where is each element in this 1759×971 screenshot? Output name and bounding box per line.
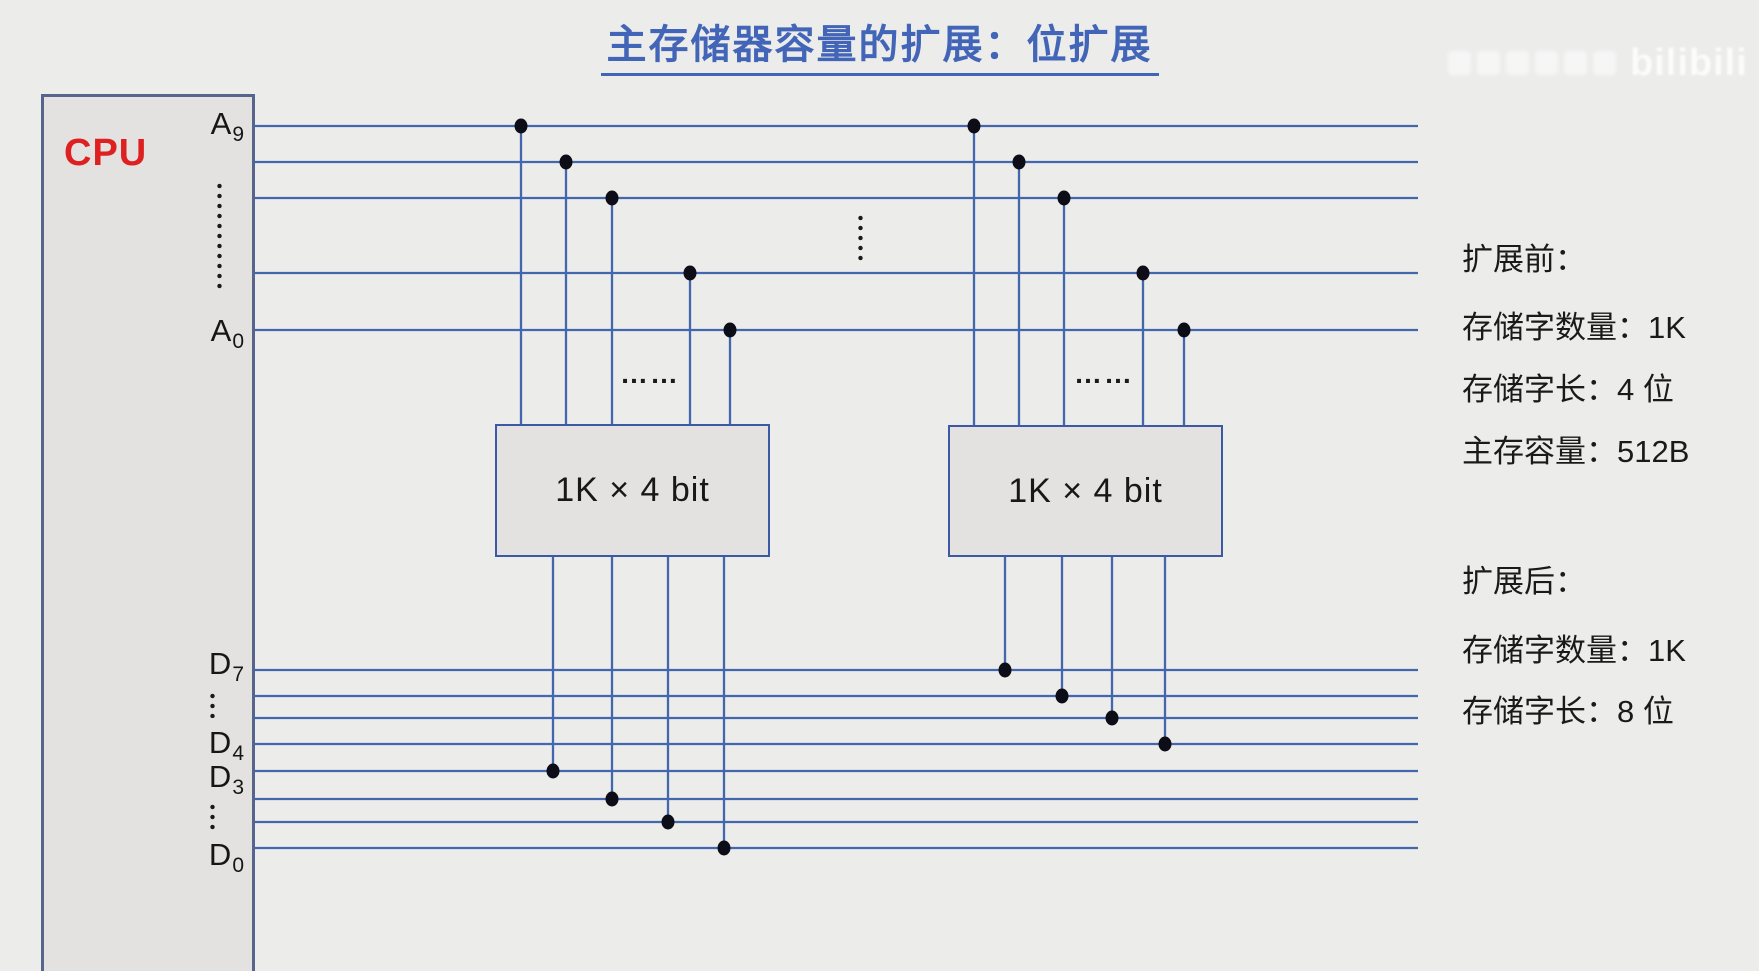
before-line-capacity: 主存容量：512B (1462, 434, 1690, 469)
connection-dot (717, 840, 731, 856)
connection-dot (559, 154, 573, 170)
ellipsis-vertical (857, 213, 863, 265)
after-line-words: 存储字数量：1K (1462, 633, 1686, 668)
connection-dot (1136, 265, 1150, 281)
before-line-wordlen: 存储字长：4 位 (1462, 372, 1674, 407)
cpu-pin-d4: D4 (208, 725, 244, 765)
connection-dot (1057, 190, 1071, 206)
ellipsis-horizontal: …… (620, 358, 680, 389)
memory-chip-2: 1K × 4 bit (948, 425, 1223, 557)
ellipsis-vertical (209, 691, 215, 718)
ellipsis-vertical (216, 181, 222, 289)
connection-dot (605, 791, 619, 807)
after-line-wordlen: 存储字长：8 位 (1462, 694, 1674, 729)
connection-dot (998, 662, 1012, 678)
connection-dot (1055, 688, 1069, 704)
connection-dot (1158, 736, 1172, 752)
memory-chip-1: 1K × 4 bit (495, 424, 770, 557)
cpu-pin-d3: D3 (208, 759, 244, 799)
ellipsis-horizontal: …… (1074, 358, 1134, 389)
cpu-pin-a9: A9 (210, 106, 244, 146)
connection-dot (1012, 154, 1026, 170)
connection-dot (514, 118, 528, 134)
before-line-words: 存储字数量：1K (1462, 310, 1686, 345)
connection-dot (1105, 710, 1119, 726)
after-heading: 扩展后： (1462, 564, 1586, 599)
before-heading: 扩展前： (1462, 242, 1586, 277)
connection-dot (723, 322, 737, 338)
connection-dot (967, 118, 981, 134)
connection-dot (546, 763, 560, 779)
cpu-pin-d0: D0 (208, 837, 244, 877)
title-row: 主存储器容量的扩展：位扩展 (0, 12, 1759, 76)
page-title: 主存储器容量的扩展：位扩展 (600, 12, 1159, 76)
cpu-pin-d7: D7 (208, 646, 244, 686)
cpu-pin-a0: A0 (210, 313, 244, 353)
connection-dot (683, 265, 697, 281)
connection-dot (1177, 322, 1191, 338)
connection-dot (605, 190, 619, 206)
ellipsis-vertical (209, 802, 215, 830)
connection-dot (661, 814, 675, 830)
cpu-label: CPU (64, 132, 148, 174)
